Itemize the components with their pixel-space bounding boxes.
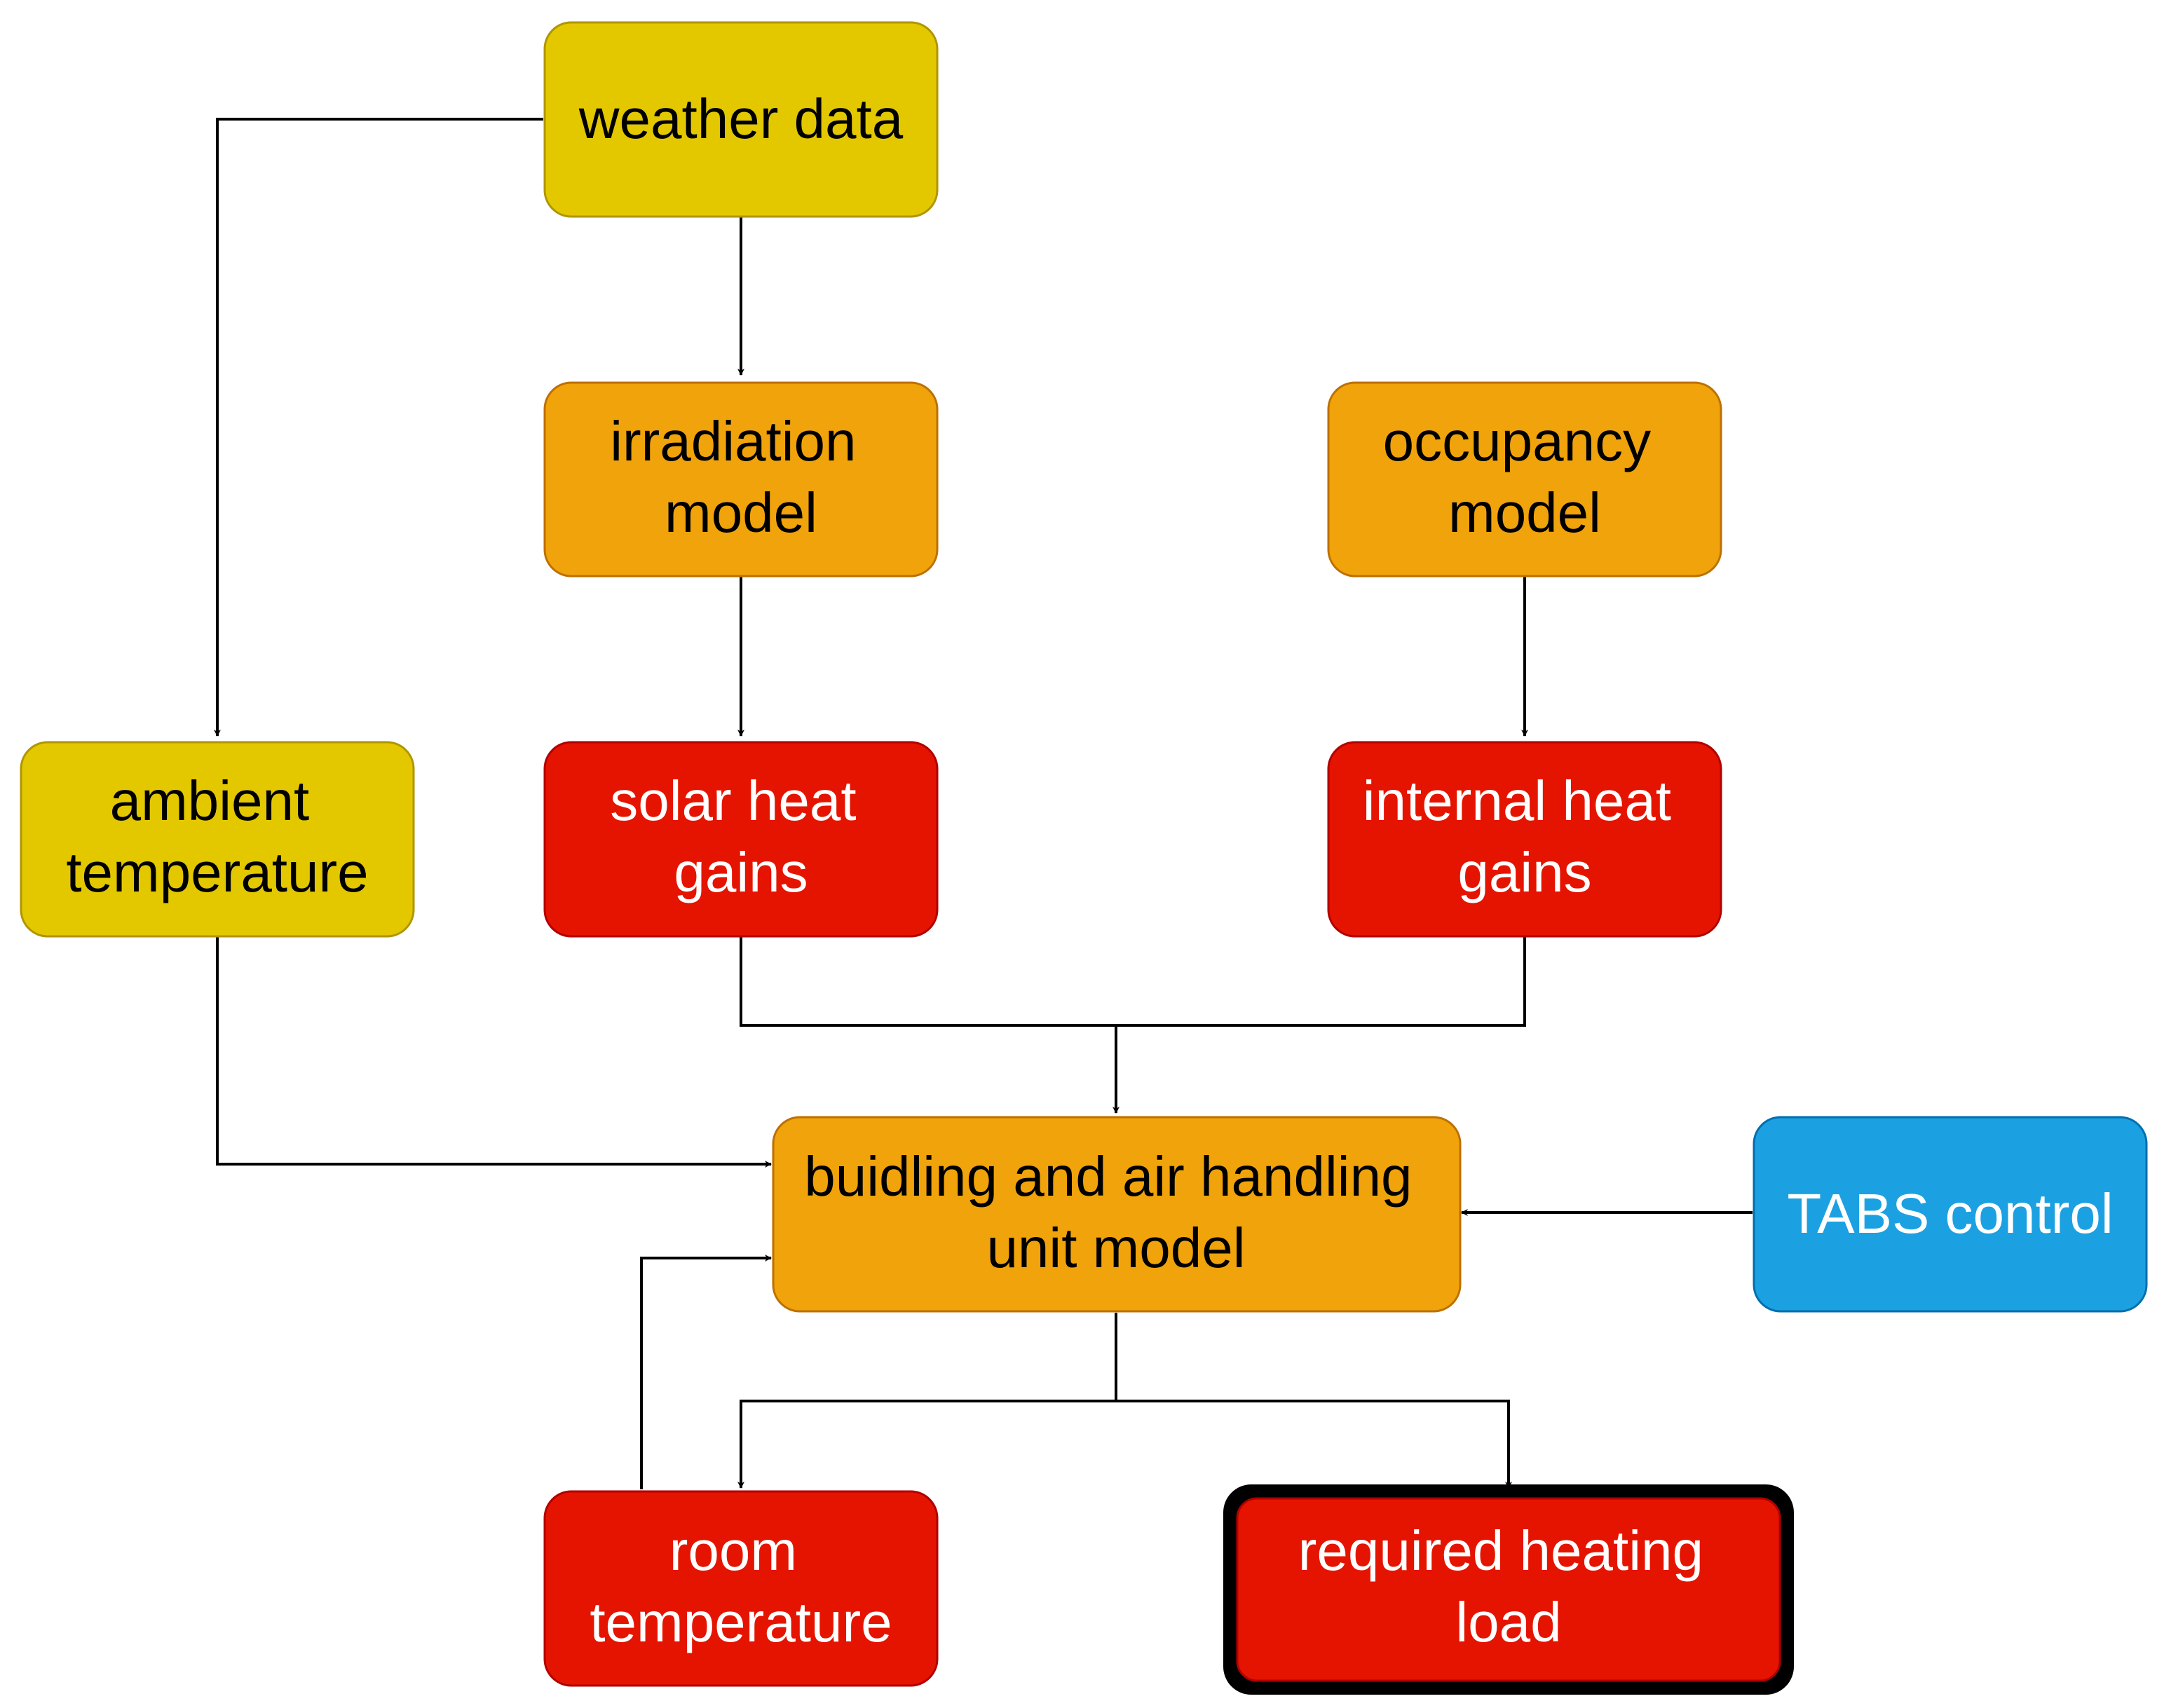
- node-label-line: unit model: [986, 1217, 1245, 1279]
- node-label: occupancy model: [1383, 410, 1667, 544]
- node-label-line: TABS control: [1787, 1182, 2113, 1245]
- node-label-line: model: [1448, 481, 1601, 544]
- node-box: [1236, 1497, 1781, 1682]
- node-required-heating-load: required heating load: [1223, 1484, 1794, 1695]
- node-label-line: ambient: [110, 770, 310, 832]
- node-box: [772, 1116, 1462, 1313]
- node-label: irradiation model: [610, 410, 872, 544]
- node-label: internal heat gains: [1363, 770, 1687, 903]
- node-internal-heat-gains: internal heat gains: [1327, 741, 1722, 938]
- node-label: TABS control: [1787, 1182, 2113, 1245]
- edges: [214, 118, 1753, 1489]
- node-building-model: buidling and air handling unit model: [772, 1116, 1462, 1313]
- node-label-line: gains: [674, 841, 808, 903]
- edge-building-to-room: [737, 1400, 1116, 1489]
- node-solar-heat-gains: solar heat gains: [543, 741, 939, 938]
- node-box: [543, 1490, 939, 1687]
- node-box: [1327, 381, 1722, 578]
- node-label-line: internal heat: [1363, 770, 1671, 832]
- node-label-line: required heating: [1298, 1519, 1703, 1582]
- edge-weather-to-ambient: [214, 118, 543, 737]
- node-label-line: buidling and air handling: [804, 1145, 1412, 1208]
- node-box: [1753, 1116, 2148, 1313]
- node-box: [20, 741, 415, 938]
- node-room-temperature: room temperature: [543, 1490, 939, 1687]
- node-label-line: solar heat: [610, 770, 856, 832]
- node-label-line: gains: [1457, 841, 1591, 903]
- node-tabs-control: TABS control: [1753, 1116, 2148, 1313]
- edge-room-to-building: [640, 1255, 772, 1489]
- node-ambient-temperature: ambient temperature: [20, 741, 415, 938]
- node-label-line: weather data: [578, 88, 904, 150]
- node-label: solar heat gains: [610, 770, 872, 903]
- node-label: ambient temperature: [66, 770, 368, 903]
- node-label: weather data: [578, 88, 904, 150]
- node-label-line: model: [665, 481, 817, 544]
- node-label: required heating load: [1298, 1519, 1719, 1653]
- edge-internal-to-building: [1116, 937, 1526, 1027]
- node-label-line: irradiation: [610, 410, 856, 472]
- edge-ambient-to-building: [216, 937, 772, 1168]
- node-label: room temperature: [590, 1519, 892, 1653]
- node-label: buidling and air handling unit model: [804, 1145, 1428, 1279]
- node-label-line: room: [669, 1519, 797, 1582]
- edge-building-to-heating-load: [1116, 1400, 1512, 1489]
- node-box: [543, 21, 939, 218]
- node-label-line: temperature: [66, 841, 368, 903]
- node-weather-data: weather data: [543, 21, 939, 218]
- edge-solar-to-building: [740, 937, 1116, 1027]
- node-label-line: load: [1455, 1591, 1561, 1653]
- node-label-line: occupancy: [1383, 410, 1651, 472]
- node-occupancy-model: occupancy model: [1327, 381, 1722, 578]
- node-box: [1327, 741, 1722, 938]
- node-box: [543, 381, 939, 578]
- nodes: weather data irradiation model occupancy…: [20, 21, 2148, 1695]
- node-box: [543, 741, 939, 938]
- node-irradiation-model: irradiation model: [543, 381, 939, 578]
- node-label-line: temperature: [590, 1591, 892, 1653]
